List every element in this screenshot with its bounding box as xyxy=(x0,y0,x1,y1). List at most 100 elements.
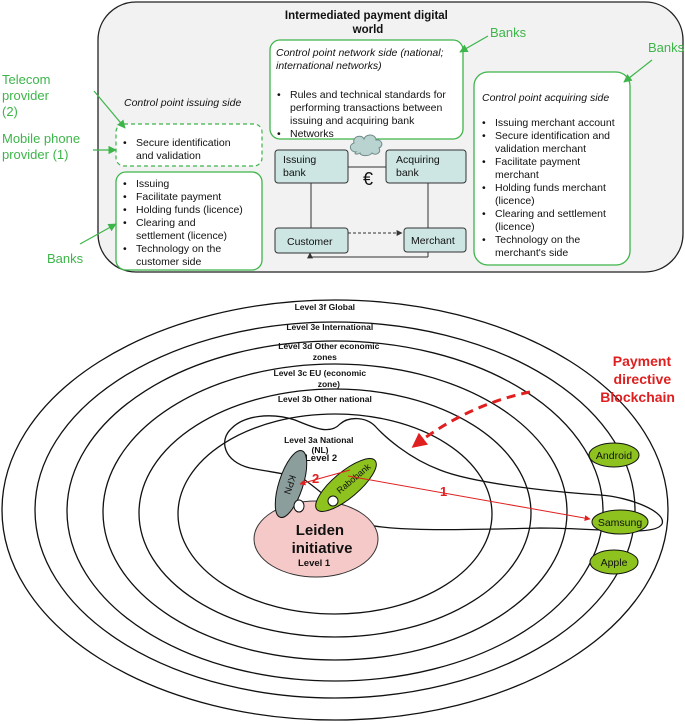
merchant-label: Merchant xyxy=(411,235,455,247)
banks-issuing-callout: Banks xyxy=(47,251,84,266)
payment-directive-arrow xyxy=(411,390,531,448)
acquiring-bullet-5-line1: Clearing and settlement xyxy=(495,208,606,220)
arrow-1-label: 1 xyxy=(440,484,447,499)
ring-level-3e xyxy=(34,321,636,699)
ring-level-3d xyxy=(66,340,604,682)
svg-text:• Secure identification: • Secure identification and validation xyxy=(123,137,233,162)
acquiring-bullet-5-line2: (licence) xyxy=(495,221,535,233)
svg-text:Telecom provider (2): Telecom provider (2) xyxy=(2,72,54,119)
telecom-callout-line1: Telecom xyxy=(2,72,50,87)
banks-acquiring-callout: Banks xyxy=(648,40,685,55)
acquiring-bullet-4-line2: (licence) xyxy=(495,195,535,207)
network-bullet-2: Networks xyxy=(290,128,334,140)
network-heading-line1: Control point network side (national; xyxy=(276,47,444,59)
acquiring-bullet-4-line1: Holding funds merchant xyxy=(495,182,606,194)
kpn-marker-icon xyxy=(293,499,305,513)
svg-text:• Issuing merchant account: • Issuing merchant account • Secure iden… xyxy=(482,117,618,259)
panel-title-line1: Intermediated payment digital xyxy=(285,10,448,22)
samsung-oval xyxy=(591,509,649,535)
customer-label: Customer xyxy=(287,236,333,248)
level-3a-label-line2: (NL) xyxy=(312,445,329,455)
customer-node xyxy=(274,227,349,254)
ring-level-3b xyxy=(138,388,532,638)
telecom-callout-line2: provider xyxy=(2,88,50,103)
issuing-bullet-4-line1: Clearing and xyxy=(136,217,196,229)
issuing-bullet-3: Holding funds (licence) xyxy=(136,204,243,216)
svg-text:Issuing bank: Issuing bank xyxy=(283,154,319,179)
android-oval xyxy=(588,442,640,468)
secure-identification-box xyxy=(115,123,263,167)
kpn-oval: KPN xyxy=(274,450,308,518)
merchant-node xyxy=(403,227,467,253)
mobile-callout-line1: Mobile phone xyxy=(2,131,80,146)
acquiring-heading: Control point acquiring side xyxy=(482,92,609,104)
acquiring-bank-line1: Acquiring xyxy=(396,154,440,166)
acquiring-bank-line2: bank xyxy=(396,167,420,179)
svg-text:Level 3f Global Level 3e I: Level 3f Global Level 3e International L… xyxy=(274,302,382,455)
issuing-bullet-2: Facilitate payment xyxy=(136,191,221,203)
banks-network-callout: Banks xyxy=(490,25,527,40)
ring-level-3f xyxy=(1,299,669,721)
level-3e-label: Level 3e International xyxy=(286,322,373,332)
svg-text:Payment directive Bloc: Payment directive Blockchain xyxy=(600,353,675,405)
samsung-label: Samsung xyxy=(598,517,643,529)
leiden-label-line2: initiative xyxy=(292,540,353,557)
issuing-bank-line2: bank xyxy=(283,167,307,179)
leiden-label-line1: Leiden xyxy=(296,522,344,539)
svg-text:Control point network side (na: Control point network side (national; in… xyxy=(276,47,446,72)
payment-label-line1: Payment xyxy=(613,353,672,369)
acquiring-bullet-2-line2: validation merchant xyxy=(495,143,586,155)
acquiring-bullet-2-line1: Secure identification and xyxy=(495,130,610,142)
telecom-callout-line3: (2) xyxy=(2,104,18,119)
level-3d-label-line2: zones xyxy=(313,352,337,362)
secure-bullet-line2: and validation xyxy=(136,150,201,162)
level-2-label: Level 2 xyxy=(305,453,337,464)
ring-level-3a xyxy=(177,413,493,615)
issuing-bullet-1: Issuing xyxy=(136,178,169,190)
acquiring-box xyxy=(473,71,631,266)
svg-text:• Rules and technical stan: • Rules and technical standards for perf… xyxy=(277,89,449,140)
apple-oval xyxy=(589,549,639,575)
network-heading-line2: international networks) xyxy=(276,60,382,72)
acquiring-bullet-6-line2: merchant's side xyxy=(495,247,568,259)
ring-level-3c xyxy=(102,363,568,661)
issuing-functions-box xyxy=(115,171,263,271)
rabobank-marker-icon xyxy=(327,495,339,507)
issuing-bank-node xyxy=(274,149,349,184)
euro-symbol: € xyxy=(363,169,373,189)
payment-label-line3: Blockchain xyxy=(600,389,675,405)
payment-flow-diagram xyxy=(307,134,429,259)
svg-text:• Issuing • Facili: • Issuing • Facilitate payment • Holding… xyxy=(123,178,246,268)
acquiring-bullet-1: Issuing merchant account xyxy=(495,117,615,129)
payment-label-line2: directive xyxy=(614,371,672,387)
level-3a-label-line1: Level 3a National xyxy=(284,435,353,445)
issuing-bank-line1: Issuing xyxy=(283,154,316,166)
issuing-bullet-5-line2: customer side xyxy=(136,256,202,268)
acquiring-bank-node xyxy=(385,149,467,184)
arrow-2-label: 2 xyxy=(312,471,319,486)
network-bullet-1-line3: issuing and acquiring bank xyxy=(290,115,415,127)
svg-text:Intermediated payment digital: Intermediated payment digital world xyxy=(285,10,451,36)
network-bullet-1-line1: Rules and technical standards for xyxy=(290,89,446,101)
level-3c-label-line1: Level 3c EU (economic xyxy=(274,368,367,378)
issuing-bullet-5-line1: Technology on the xyxy=(136,243,221,255)
level-rings xyxy=(1,299,669,721)
level-3d-label-line1: Level 3d Other economic xyxy=(278,341,379,351)
acquiring-bullet-3-line2: merchant xyxy=(495,169,539,181)
svg-text:Mobile phone provider (1): Mobile phone provider (1) xyxy=(2,131,84,162)
red-arrow-1 xyxy=(347,475,591,522)
level-3f-label: Level 3f Global xyxy=(295,302,355,312)
red-arrow-2 xyxy=(299,469,351,486)
svg-text:Acquiring bank: Acquiring bank xyxy=(396,154,443,179)
leiden-initiative-region xyxy=(253,500,379,578)
panel-title-line2: world xyxy=(352,24,384,36)
level-3c-label-line2: zone) xyxy=(318,379,340,389)
level-3b-label: Level 3b Other national xyxy=(278,394,372,404)
network-bullet-1-line2: performing transactions between xyxy=(290,102,442,114)
cloud-icon xyxy=(349,134,383,157)
acquiring-bullet-3-line1: Facilitate payment xyxy=(495,156,580,168)
mobile-callout-line2: provider (1) xyxy=(2,147,68,162)
level-1-label: Level 1 xyxy=(298,558,331,569)
acquiring-bullet-6-line1: Technology on the xyxy=(495,234,580,246)
